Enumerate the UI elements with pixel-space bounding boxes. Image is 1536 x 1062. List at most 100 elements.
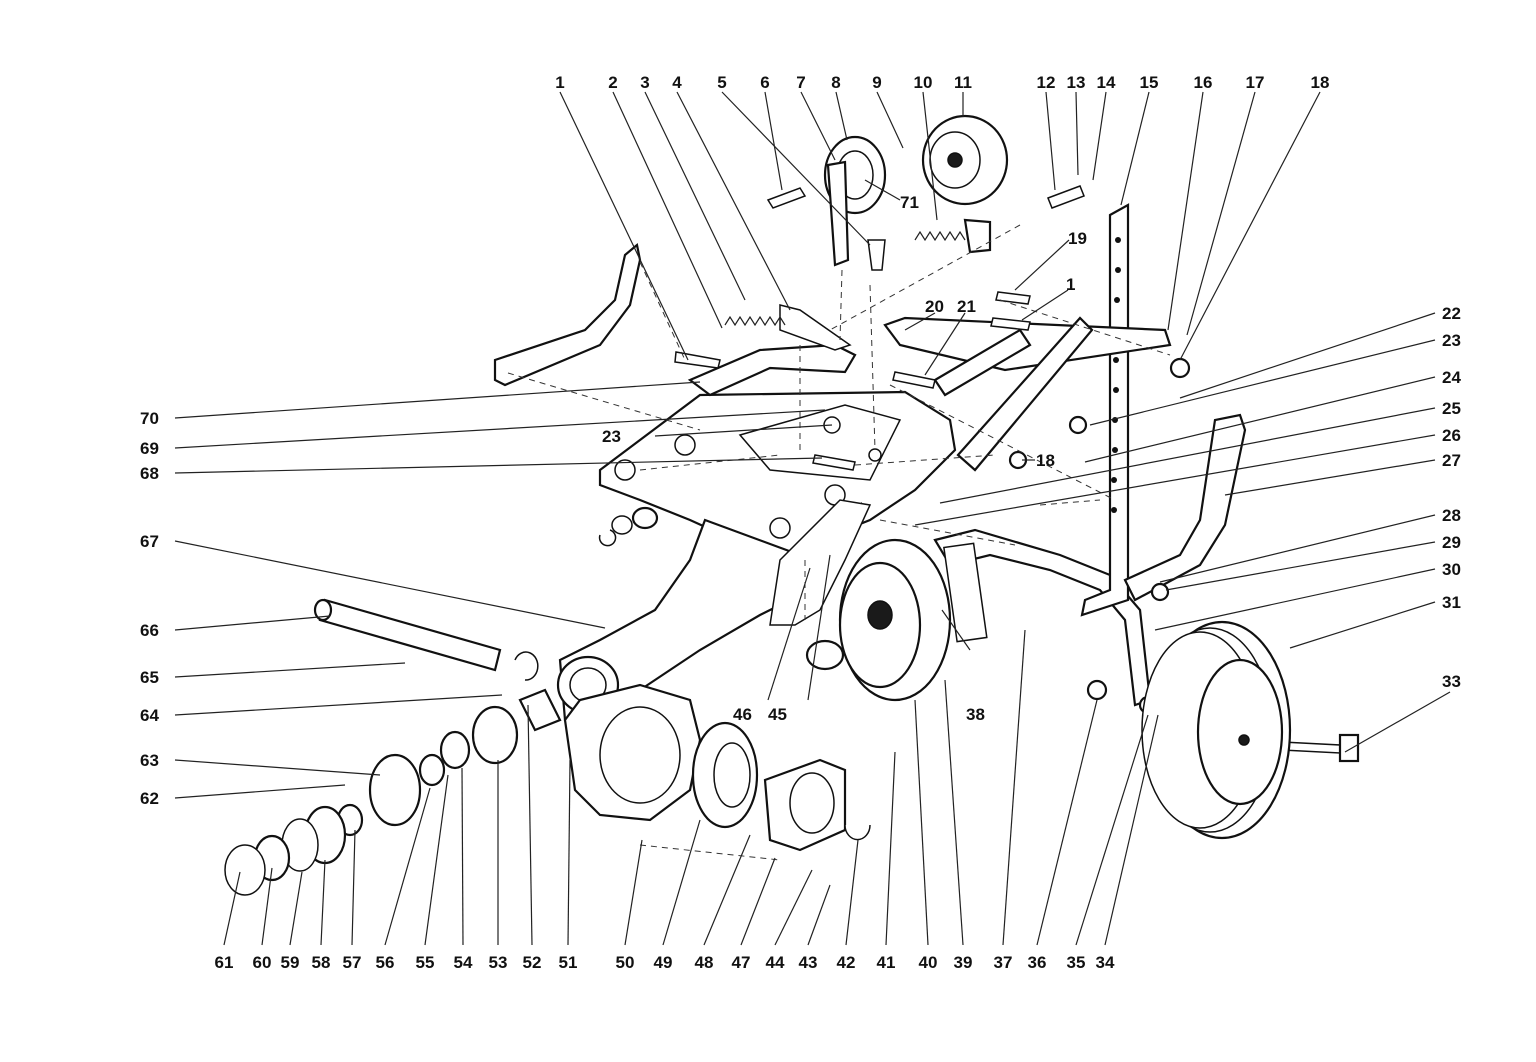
label-68: 68	[140, 464, 159, 483]
label-50: 50	[616, 953, 635, 972]
side-bracket	[769, 499, 872, 626]
label-6: 6	[760, 73, 769, 92]
label-28: 28	[1442, 506, 1461, 525]
clip-64	[514, 651, 539, 681]
label-65: 65	[140, 668, 159, 687]
label-70: 70	[140, 409, 159, 428]
label-69: 69	[140, 439, 159, 458]
lower-cross-bar	[956, 316, 1094, 472]
clip-42	[844, 824, 871, 841]
label-34: 34	[1096, 953, 1115, 972]
spring-10	[914, 230, 966, 242]
label-23-b: 23	[602, 427, 621, 446]
label-16: 16	[1194, 73, 1213, 92]
tension-arm	[687, 343, 857, 397]
label-25: 25	[1442, 399, 1461, 418]
assembly-lines	[507, 224, 1171, 861]
label-22: 22	[1442, 304, 1461, 323]
wheel-rim	[1196, 658, 1284, 806]
label-55: 55	[416, 953, 435, 972]
label-10: 10	[914, 73, 933, 92]
label-38: 38	[966, 705, 985, 724]
bolt-1b	[990, 317, 1031, 331]
label-23: 23	[1442, 331, 1461, 350]
bolt-21	[892, 371, 936, 389]
nut-29	[1150, 582, 1170, 602]
vertical-post	[1080, 203, 1130, 617]
label-9: 9	[872, 73, 881, 92]
label-17: 17	[1246, 73, 1265, 92]
labels-inner: 19 1 20 21 71 23 18 46 45 38	[602, 193, 1087, 724]
label-58: 58	[312, 953, 331, 972]
plate-hole-3	[769, 517, 791, 539]
label-66: 66	[140, 621, 159, 640]
label-2: 2	[608, 73, 617, 92]
label-62: 62	[140, 789, 159, 808]
label-44: 44	[766, 953, 785, 972]
label-12: 12	[1037, 73, 1056, 92]
bolt-68	[812, 454, 856, 471]
label-19: 19	[1068, 229, 1087, 248]
part-54	[439, 730, 471, 770]
pulley-bracket-7	[826, 160, 850, 267]
label-52: 52	[523, 953, 542, 972]
label-43: 43	[799, 953, 818, 972]
bushing-b	[611, 515, 633, 535]
diagonal-brace	[933, 328, 1032, 397]
label-57: 57	[343, 953, 362, 972]
label-20: 20	[925, 297, 944, 316]
label-1-b: 1	[1066, 275, 1075, 294]
label-46: 46	[733, 705, 752, 724]
tension-bracket	[779, 304, 852, 351]
bolt-19	[995, 291, 1031, 305]
label-64: 64	[140, 706, 159, 725]
label-33: 33	[1442, 672, 1461, 691]
label-59: 59	[281, 953, 300, 972]
labels-left: 70 69 68 67 66 65 64 63 62	[140, 409, 159, 808]
spring-3	[724, 315, 786, 327]
label-42: 42	[837, 953, 856, 972]
label-24: 24	[1442, 368, 1461, 387]
bolt-1	[674, 351, 721, 369]
label-48: 48	[695, 953, 714, 972]
left-upright-arm	[493, 242, 642, 387]
label-7: 7	[796, 73, 805, 92]
axle-shaft	[318, 598, 502, 672]
label-40: 40	[919, 953, 938, 972]
nut-18	[1169, 357, 1191, 379]
label-18: 18	[1311, 73, 1330, 92]
label-31: 31	[1442, 593, 1461, 612]
plate-hole-5	[868, 448, 882, 462]
housing-gasket	[599, 706, 681, 804]
label-29: 29	[1442, 533, 1461, 552]
label-1: 1	[555, 73, 564, 92]
plate-recess	[738, 404, 902, 481]
label-3: 3	[640, 73, 649, 92]
nut-23	[1068, 415, 1088, 435]
seal-56	[368, 753, 422, 827]
labels-bottom: 61 60 59 58 57 56 55 54 53 52 51 50 49 4…	[215, 953, 1115, 972]
label-18-b: 18	[1036, 451, 1055, 470]
label-35: 35	[1067, 953, 1086, 972]
label-67: 67	[140, 532, 159, 551]
label-21: 21	[957, 297, 976, 316]
part-55	[418, 753, 446, 787]
label-26: 26	[1442, 426, 1461, 445]
bolt-12	[1047, 185, 1085, 209]
nut-36	[1086, 679, 1108, 701]
pulley-bushing	[805, 639, 845, 671]
label-39: 39	[954, 953, 973, 972]
label-30: 30	[1442, 560, 1461, 579]
label-51: 51	[559, 953, 578, 972]
label-27: 27	[1442, 451, 1461, 470]
label-49: 49	[654, 953, 673, 972]
bearing-53	[471, 705, 519, 765]
labels-right: 22 23 24 25 26 27 28 29 30 31 33	[1442, 304, 1461, 691]
labels-top: 1 2 3 4 5 6 7 8 9 10 11 12 13 14 15 16 1…	[555, 73, 1329, 92]
plate-hole-1	[614, 459, 636, 481]
clip-c	[598, 529, 617, 547]
leader-lines	[174, 91, 1451, 946]
label-14: 14	[1097, 73, 1116, 92]
gear-cover-boss	[789, 772, 835, 834]
